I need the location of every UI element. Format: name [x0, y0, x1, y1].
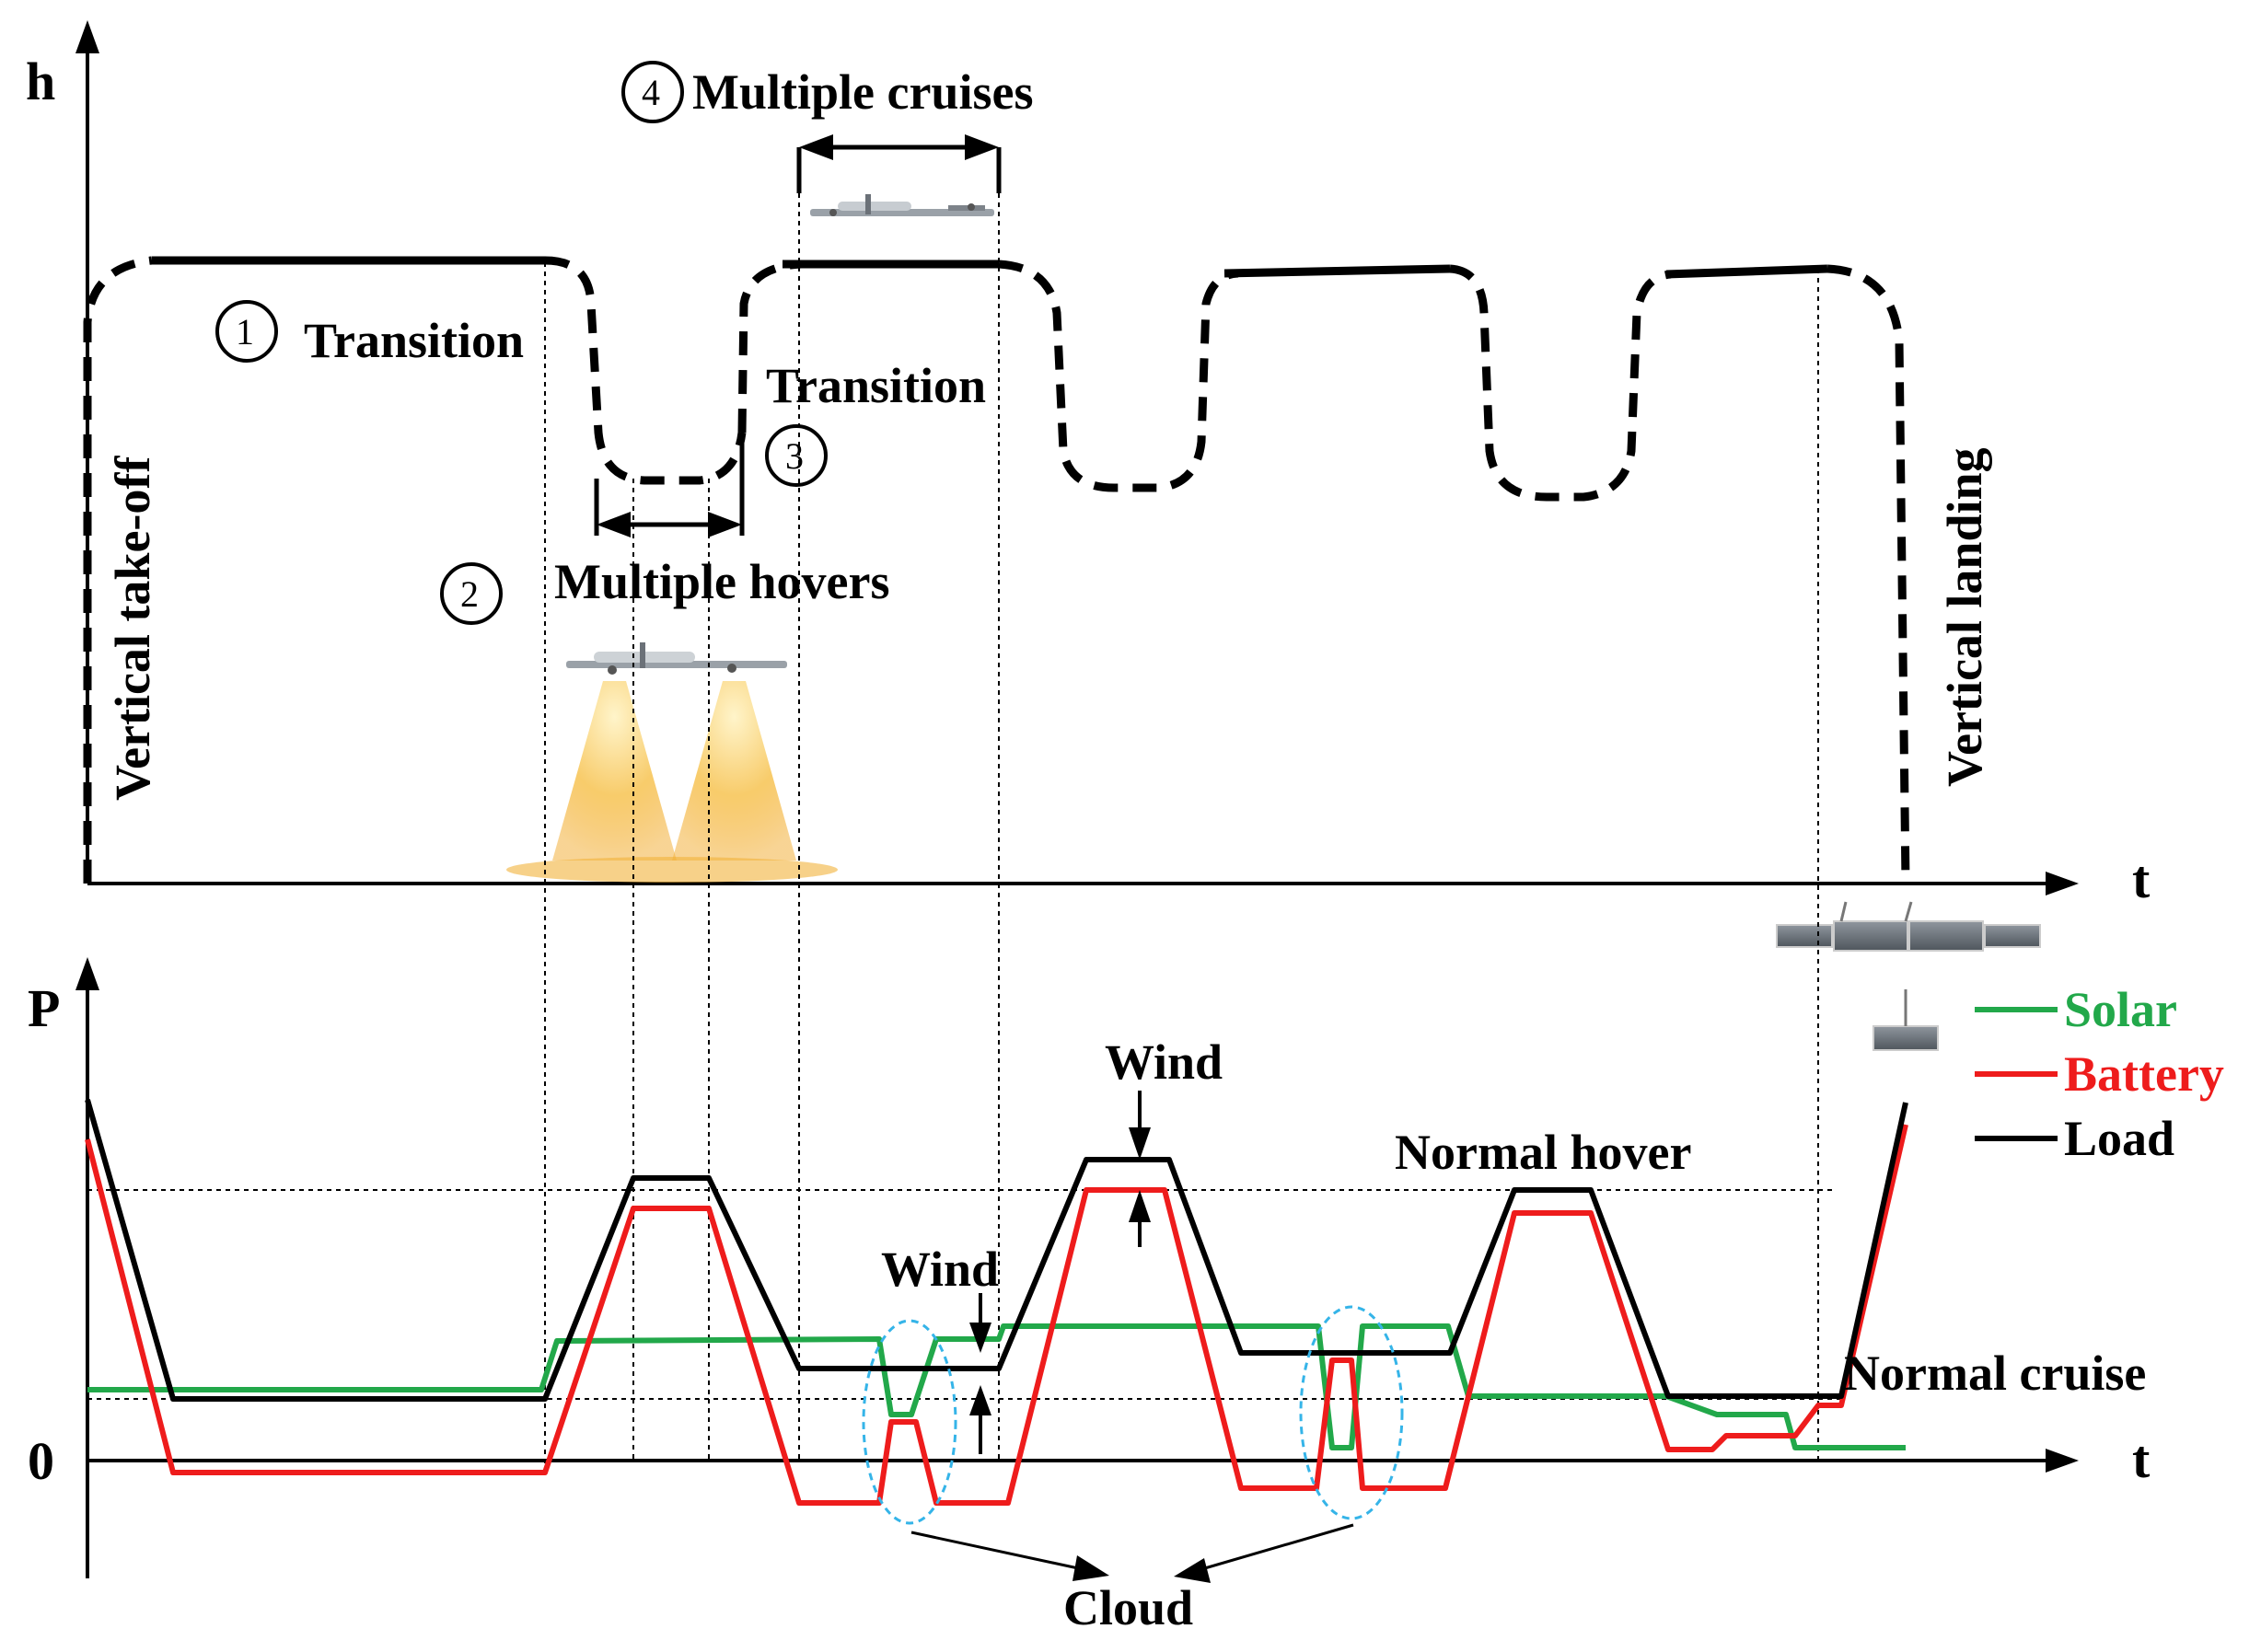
bottom-y-label: P [28, 978, 60, 1038]
legend-item-battery: Battery [1975, 1046, 2224, 1102]
top-plot: h t [26, 20, 2151, 1051]
top-x-label: t [2132, 849, 2151, 909]
vertical-takeoff-label: Vertical take-off [105, 456, 160, 801]
cloud-arrows [910, 1523, 1354, 1583]
marker-4: 4 [621, 61, 684, 123]
drone-icon [810, 194, 994, 216]
marker-1: 1 [215, 300, 278, 363]
spray-cone-icon [506, 681, 838, 883]
cruise-segment-3 [1223, 264, 1451, 278]
legend: Solar Battery Load [1975, 982, 2224, 1166]
vertical-landing-label: Vertical landing [1937, 447, 1992, 787]
load-line [85, 1099, 1908, 1402]
guide-lines [87, 184, 1841, 1473]
descent-1-dashed [544, 256, 747, 485]
transition-label-3: Transition [766, 358, 986, 413]
bottom-x-arrow [2046, 1449, 2079, 1473]
hover-bracket [594, 433, 745, 537]
multiple-hovers-label: Multiple hovers [554, 554, 889, 609]
marker-3: 3 [765, 424, 828, 487]
wind-upper-label: Wind [1105, 1034, 1223, 1090]
landing-descent-dashed [1826, 264, 1910, 884]
top-y-arrow [75, 20, 99, 53]
marker-2: 2 [440, 562, 503, 625]
cruise-segment-4 [1665, 264, 1828, 279]
multiple-cruises-label: Multiple cruises [692, 64, 1033, 120]
legend-item-load: Load [1975, 1111, 2174, 1166]
transition-label-1: Transition [304, 313, 524, 368]
legend-label-load: Load [2064, 1111, 2174, 1166]
wind-lower-arrows [969, 1293, 991, 1454]
top-y-label: h [26, 52, 55, 111]
svg-text:1: 1 [236, 311, 254, 352]
solar-panel-icon [1776, 901, 2041, 1051]
cloud-label: Cloud [1063, 1580, 1193, 1635]
legend-item-solar: Solar [1975, 982, 2177, 1037]
normal-cruise-label: Normal cruise [1844, 1346, 2146, 1401]
normal-hover-label: Normal hover [1395, 1125, 1691, 1180]
descent-3-dashed [1449, 264, 1672, 502]
cloud-ellipses [862, 1305, 1404, 1525]
takeoff-climb-dashed [83, 256, 153, 884]
wind-upper-arrows [1129, 1091, 1151, 1247]
svg-text:2: 2 [460, 573, 479, 615]
svg-text:3: 3 [785, 435, 804, 477]
wind-lower-label: Wind [881, 1242, 999, 1297]
zero-label: 0 [28, 1431, 54, 1491]
solar-line [87, 1323, 1906, 1450]
bottom-plot: P t 0 Cloud Wind [28, 957, 2224, 1635]
bottom-x-label: t [2132, 1429, 2151, 1489]
legend-label-solar: Solar [2064, 982, 2177, 1037]
cruise-bracket [796, 134, 1002, 193]
top-x-arrow [2046, 872, 2079, 895]
height-profile [83, 256, 1910, 884]
svg-text:4: 4 [642, 72, 660, 113]
legend-label-battery: Battery [2064, 1046, 2224, 1102]
descent-2-dashed [998, 260, 1239, 492]
hover-drone-icon [566, 642, 787, 675]
battery-line [85, 1124, 1908, 1506]
bottom-y-arrow [75, 957, 99, 990]
